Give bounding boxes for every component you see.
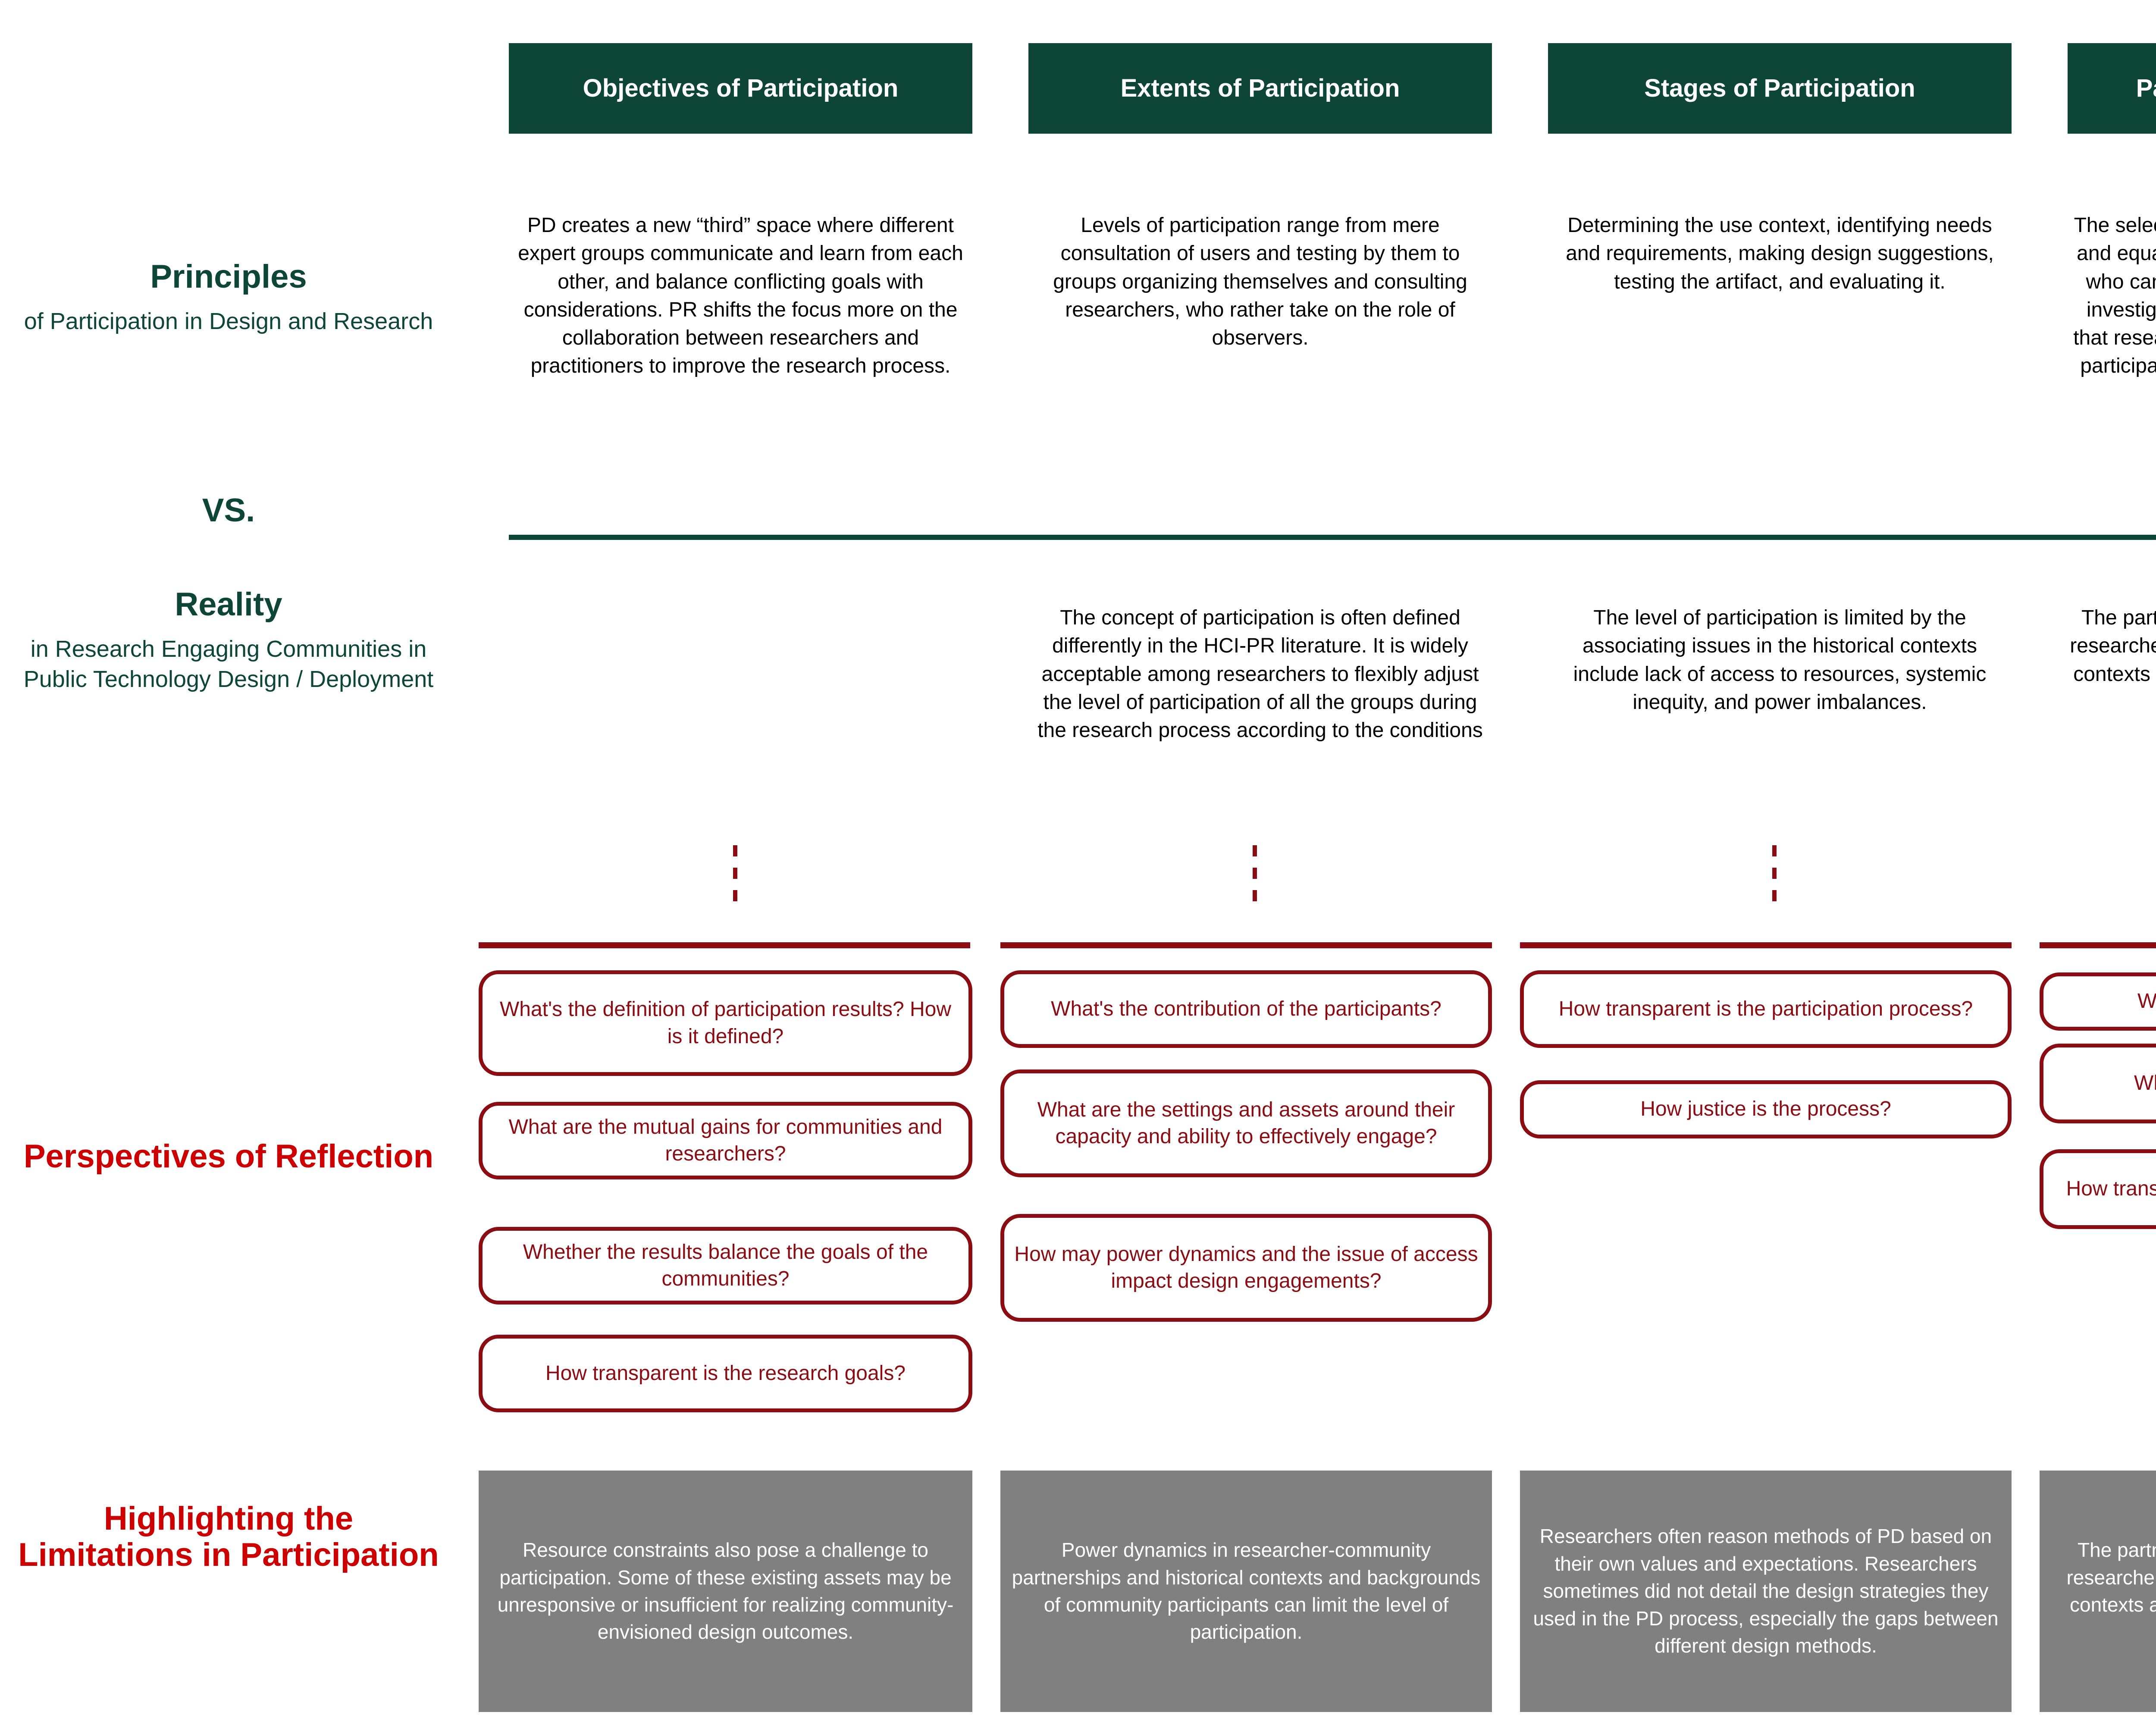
row-label-reflection: Perspectives of Reflection	[13, 1138, 444, 1175]
row-subtitle-reality: in Research Engaging Communities in Publ…	[23, 636, 434, 692]
row-title-reality: Reality	[175, 586, 282, 623]
row-subtitle-principles: of Participation in Design and Research	[24, 308, 433, 334]
reflection-bubble[interactable]: What roles do communities play?	[2040, 1044, 2156, 1123]
divider-reflection-col3	[1520, 942, 2012, 948]
row-label-principles: Principles of Participation in Design an…	[13, 259, 444, 336]
limitation-box-objectives: Resource constraints also pose a challen…	[479, 1471, 972, 1712]
divider-reflection-col2	[1000, 942, 1492, 948]
principles-cell-stages: Determining the use context, identifying…	[1566, 214, 1994, 293]
divider-principles-reality	[509, 535, 2156, 540]
column-header-objectives: Objectives of Participation	[509, 43, 972, 134]
reality-cell-stages: The level of participation is limited by…	[1573, 606, 1987, 714]
reflection-bubble[interactable]: What roles do researchers play?	[2040, 972, 2156, 1031]
reflection-bubble[interactable]: How transparent is the selection of part…	[2040, 1149, 2156, 1229]
limitation-box-extents: Power dynamics in researcher-community p…	[1000, 1471, 1492, 1712]
reflection-bubble[interactable]: What's the contribution of the participa…	[1000, 970, 1492, 1048]
reality-cell-extents: The concept of participation is often de…	[1037, 606, 1483, 742]
reflection-bubble[interactable]: What are the settings and assets around …	[1000, 1069, 1492, 1177]
row-title-principles: Principles	[150, 258, 307, 295]
reflection-bubble[interactable]: How transparent is the participation pro…	[1520, 970, 2012, 1048]
connector-dots-col1	[733, 845, 737, 913]
reflection-bubble[interactable]: Whether the results balance the goals of…	[479, 1227, 972, 1305]
row-label-reality: Reality in Research Engaging Communities…	[13, 586, 444, 694]
limitation-box-partnership: The partnership is limited by power dyna…	[2040, 1471, 2156, 1712]
principles-cell-extents: Levels of participation range from mere …	[1053, 214, 1467, 350]
column-header-partnership: Partnership Characteristics	[2068, 43, 2156, 134]
vs-label: VS.	[202, 492, 255, 529]
principles-cell-objectives: PD creates a new “third” space where dif…	[518, 214, 963, 378]
connector-dots-col2	[1253, 845, 1257, 913]
column-header-stages: Stages of Participation	[1548, 43, 2012, 134]
reflection-bubble[interactable]: How may power dynamics and the issue of …	[1000, 1214, 1492, 1322]
divider-reflection-col4	[2040, 942, 2156, 948]
reality-cell-partnership: The partnership is limited by power dyna…	[2070, 606, 2156, 686]
reflection-bubble[interactable]: How justice is the process?	[1520, 1080, 2012, 1138]
reflection-bubble[interactable]: What are the mutual gains for communitie…	[479, 1102, 972, 1179]
row-label-limitations: Highlighting the Limitations in Particip…	[13, 1501, 444, 1573]
principles-cell-partnership: The selected social groups act as co-res…	[2073, 214, 2156, 378]
reflection-bubble[interactable]: What's the definition of participation r…	[479, 970, 972, 1076]
column-header-extents: Extents of Participation	[1028, 43, 1492, 134]
reflection-bubble[interactable]: How transparent is the research goals?	[479, 1335, 972, 1412]
divider-reflection-col1	[479, 942, 970, 948]
connector-dots-col3	[1772, 845, 1777, 913]
row-title-reflection: Perspectives of Reflection	[23, 1138, 434, 1175]
row-title-limitations: Highlighting the Limitations in Particip…	[18, 1500, 439, 1573]
limitation-box-stages: Researchers often reason methods of PD b…	[1520, 1471, 2012, 1712]
